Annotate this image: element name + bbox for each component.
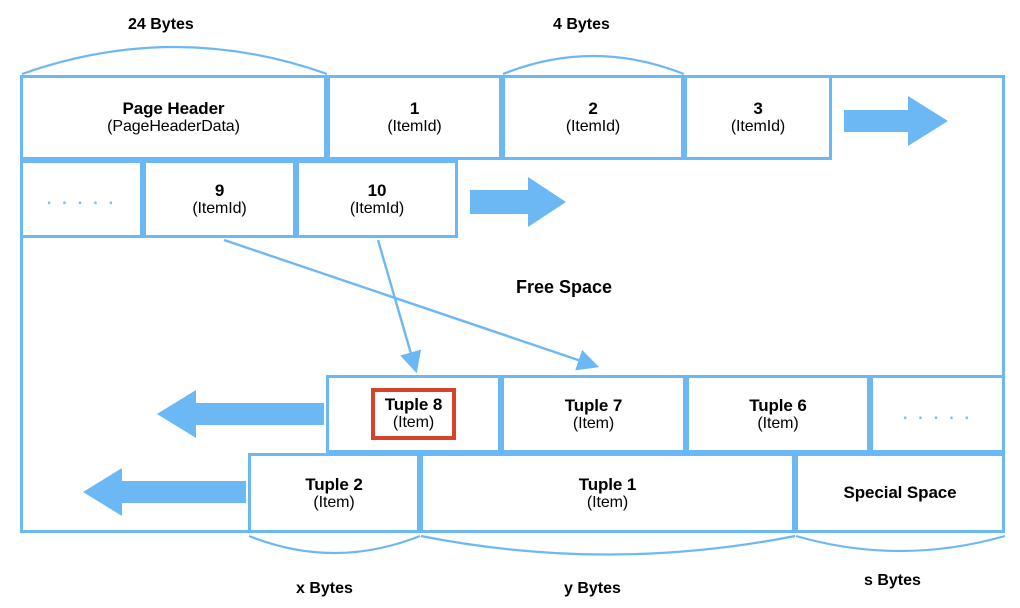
- cell-itemid-3: 3 (ItemId): [684, 75, 832, 160]
- brace-label-x-bytes: x Bytes: [296, 580, 353, 597]
- cell-itemid-1: 1 (ItemId): [327, 75, 502, 160]
- cell-subtitle: (Item): [313, 493, 355, 511]
- cell-subtitle: (ItemId): [565, 118, 621, 136]
- brace-label-4-bytes: 4 Bytes: [553, 16, 610, 33]
- cell-title: 1: [409, 99, 420, 119]
- brace-curve-s-bytes: [795, 534, 1006, 553]
- cell-subtitle: (Item): [586, 493, 629, 511]
- brace-label-24-bytes: 24 Bytes: [128, 16, 194, 33]
- cell-itemid-2: 2 (ItemId): [502, 75, 684, 160]
- brace-curve-24-bytes: [21, 45, 328, 76]
- cell-subtitle: (ItemId): [192, 199, 247, 217]
- cell-tuple-2: Tuple 2 (Item): [248, 453, 420, 533]
- cell-subtitle: (Item): [757, 414, 799, 432]
- cell-tuple-1: Tuple 1 (Item): [420, 453, 795, 533]
- cell-title: Tuple 6: [749, 395, 807, 415]
- free-space-label: Free Space: [516, 277, 613, 297]
- cell-subtitle: (PageHeaderData): [107, 118, 240, 136]
- cell-title: Tuple 2: [305, 474, 363, 494]
- cell-title: Tuple 8: [384, 395, 443, 415]
- cell-page-header: Page Header (PageHeaderData): [20, 75, 327, 160]
- cell-subtitle: (Item): [392, 414, 435, 432]
- brace-curve-4-bytes: [502, 54, 685, 76]
- cell-itemid-ellipsis: . . . . .: [20, 160, 143, 238]
- cell-subtitle: (Item): [572, 414, 615, 432]
- cell-title: Special Space: [843, 483, 957, 503]
- cell-title: 2: [588, 99, 598, 119]
- cell-tuple-ellipsis: . . . . .: [870, 375, 1005, 453]
- cell-tuple-8: Tuple 8 (Item): [326, 375, 501, 453]
- brace-curve-x-bytes: [248, 534, 421, 555]
- cell-itemid-9: 9 (ItemId): [143, 160, 296, 238]
- cell-tuple-6: Tuple 6 (Item): [686, 375, 870, 453]
- cell-subtitle: (ItemId): [730, 118, 786, 136]
- cell-subtitle: (ItemId): [349, 199, 405, 217]
- brace-label-y-bytes: y Bytes: [564, 580, 621, 597]
- cell-title: Page Header: [122, 99, 225, 119]
- cell-title: 3: [753, 99, 763, 119]
- cell-tuple-7: Tuple 7 (Item): [501, 375, 686, 453]
- tuple-8-highlight: Tuple 8 (Item): [370, 388, 457, 440]
- cell-title: 10: [367, 180, 387, 200]
- brace-curve-y-bytes: [420, 534, 796, 556]
- ellipsis-dots: . . . . .: [46, 189, 117, 209]
- brace-label-s-bytes: s Bytes: [864, 572, 921, 589]
- cell-subtitle: (ItemId): [387, 118, 442, 136]
- cell-itemid-10: 10 (ItemId): [296, 160, 458, 238]
- ellipsis-dots: . . . . .: [902, 404, 973, 424]
- cell-title: Tuple 7: [564, 395, 623, 415]
- cell-title: 9: [214, 180, 225, 200]
- cell-title: Tuple 1: [578, 474, 637, 494]
- cell-special-space: Special Space: [795, 453, 1005, 533]
